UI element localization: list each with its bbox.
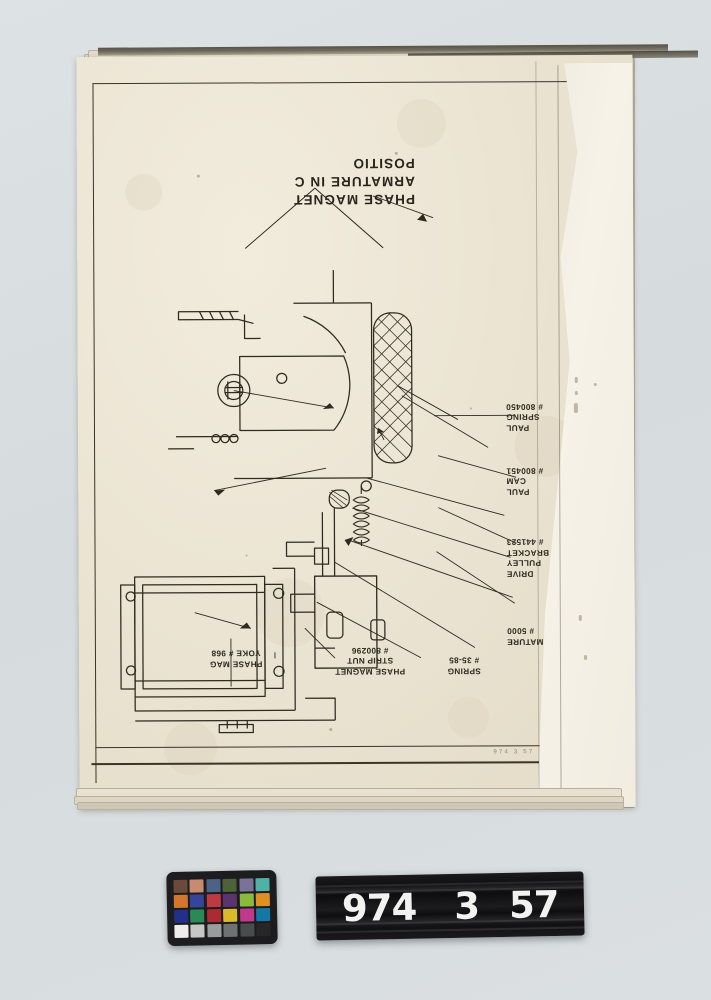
color-patch-5	[238, 878, 254, 892]
color-patch-6	[255, 878, 270, 891]
color-patch-23	[239, 923, 255, 937]
color-patch-13	[174, 909, 189, 923]
color-patch-3	[206, 879, 221, 893]
color-patch-16	[223, 908, 238, 922]
callout-line: SPRING	[505, 412, 540, 422]
color-patch-22	[223, 923, 238, 937]
color-patch-24	[256, 923, 271, 937]
callout-line: # 5000	[506, 626, 535, 636]
callout-line: PAUL	[506, 487, 530, 497]
number-board-digit-group-1: 974	[341, 885, 417, 930]
number-board-digit-group-2: 3	[453, 883, 480, 928]
callout-line: SPRING	[447, 666, 481, 676]
color-patch-14	[190, 909, 205, 923]
color-patch-11	[239, 893, 254, 907]
color-patch-2	[189, 879, 205, 893]
color-patch-1	[173, 879, 188, 893]
object-number-board: 974 3 57	[315, 871, 585, 941]
callout-line: PULLEY	[506, 558, 542, 568]
callout-line: STRIP NUT	[346, 656, 394, 666]
callout-line: PHASE MAG	[209, 659, 263, 669]
callout-line: # 35-85	[448, 655, 480, 666]
callout-line: PAUL	[505, 423, 530, 433]
number-board-digits: 974 3 57	[315, 871, 584, 940]
color-patch-12	[255, 893, 270, 907]
callout-line: PHASE MAGNET	[334, 666, 406, 677]
color-patch-18	[256, 908, 271, 922]
phase-magnet-assembly-drawing	[120, 187, 517, 734]
callout-line: YOKE # 968	[211, 648, 261, 659]
callout-line: # 800296	[351, 645, 389, 656]
color-patch-19	[174, 924, 189, 938]
color-patch-15	[206, 909, 222, 923]
color-patch-10	[222, 893, 238, 907]
color-patch-grid	[173, 878, 271, 938]
color-patch-4	[222, 878, 237, 892]
color-patch-9	[206, 894, 221, 908]
callout-line: CAM	[506, 476, 526, 486]
color-patch-17	[239, 908, 254, 922]
callout-line: BRACKET	[506, 548, 550, 558]
color-patch-7	[173, 894, 188, 908]
callout-spring: SPRING# 35-85	[421, 654, 507, 676]
number-board-digit-group-3: 57	[508, 882, 559, 927]
color-patch-8	[190, 894, 205, 908]
color-patch-21	[207, 924, 222, 938]
page-edge	[77, 802, 624, 810]
color-patch-20	[190, 924, 206, 938]
color-calibration-chart	[166, 869, 278, 947]
callout-line: DRIVE	[506, 569, 534, 579]
